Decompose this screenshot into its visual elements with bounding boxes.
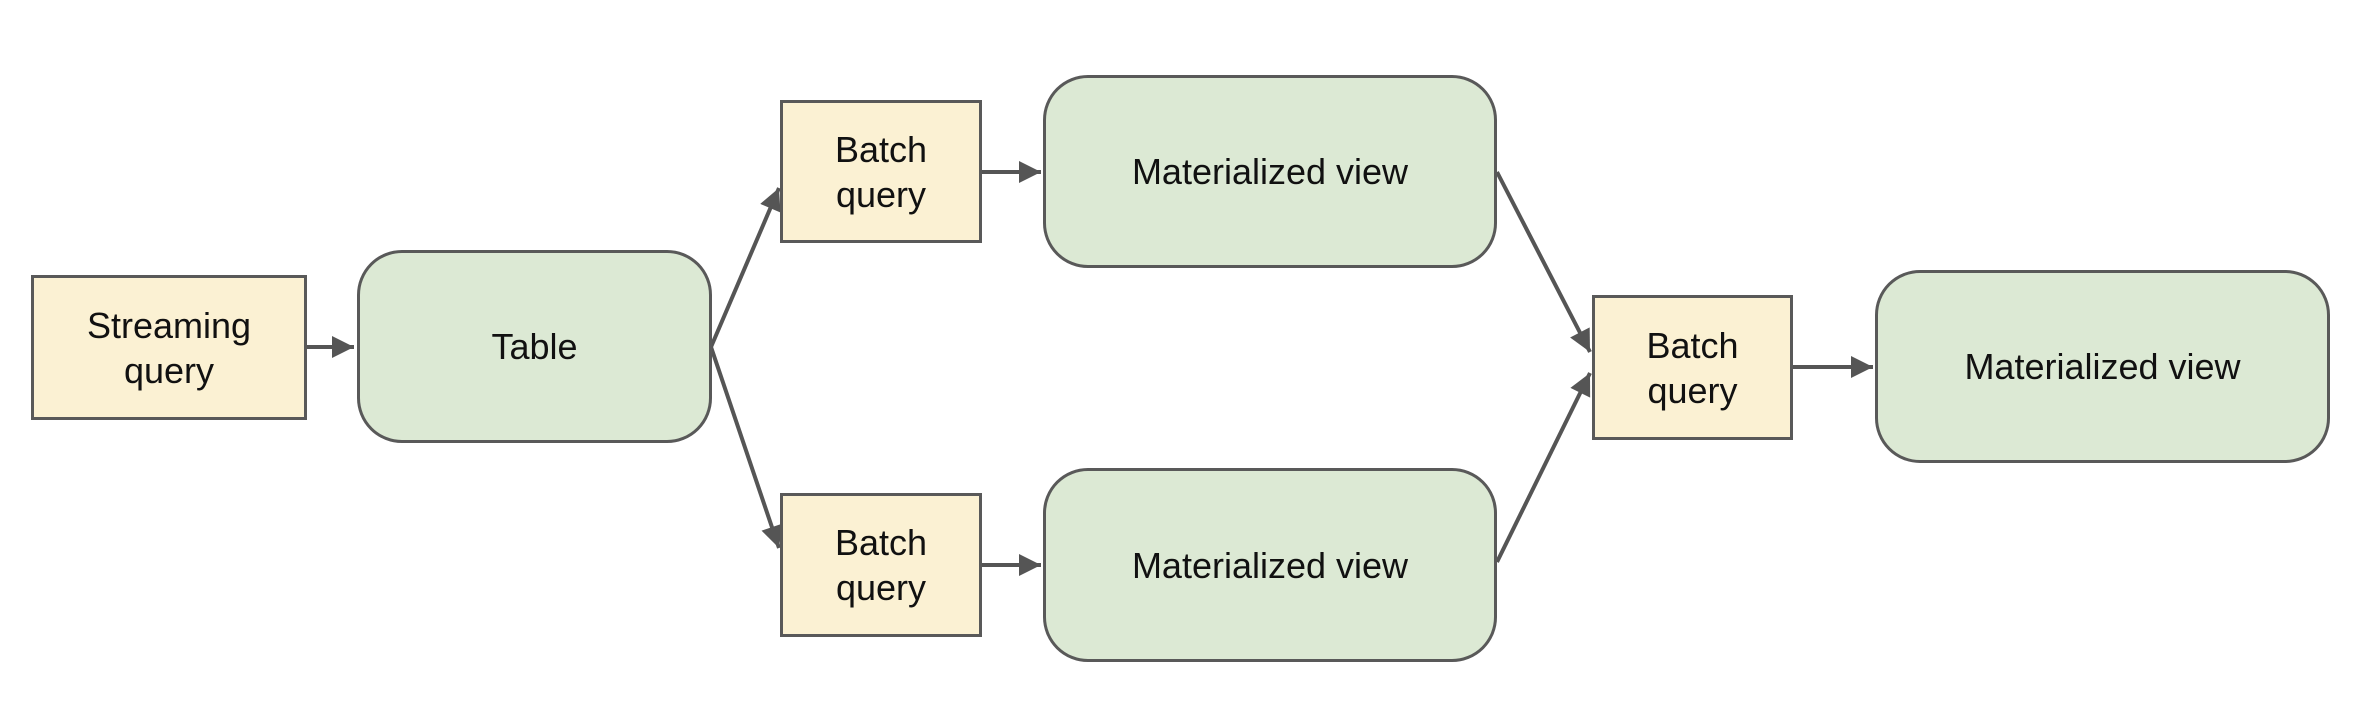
node-label: Materialized view xyxy=(1964,346,2241,387)
node-materialized-view-bottom: Materialized view xyxy=(1043,468,1497,662)
node-label: Streaming query xyxy=(86,304,252,391)
node-label: Batch query xyxy=(834,522,928,608)
node-label: Batch query xyxy=(1646,324,1739,411)
node-materialized-view-final: Materialized view xyxy=(1875,270,2330,463)
node-batch-query-bottom: Batch query xyxy=(780,493,982,637)
edge-table-to-batch-top xyxy=(709,187,781,348)
node-table: Table xyxy=(357,250,712,443)
node-batch-query-merge: Batch query xyxy=(1592,295,1793,440)
node-materialized-view-top: Materialized view xyxy=(1043,75,1497,268)
node-label: Materialized view xyxy=(1131,544,1409,586)
edge-mv-bottom-to-batch-merge xyxy=(1495,372,1592,563)
node-streaming-query: Streaming query xyxy=(31,275,307,420)
edge-table-to-batch-bottom xyxy=(709,346,783,549)
edge-mv-top-to-batch-merge xyxy=(1495,171,1592,353)
node-label: Table xyxy=(491,326,578,367)
node-label: Materialized view xyxy=(1131,151,1409,192)
node-batch-query-top: Batch query xyxy=(780,100,982,243)
node-label: Batch query xyxy=(834,128,928,215)
